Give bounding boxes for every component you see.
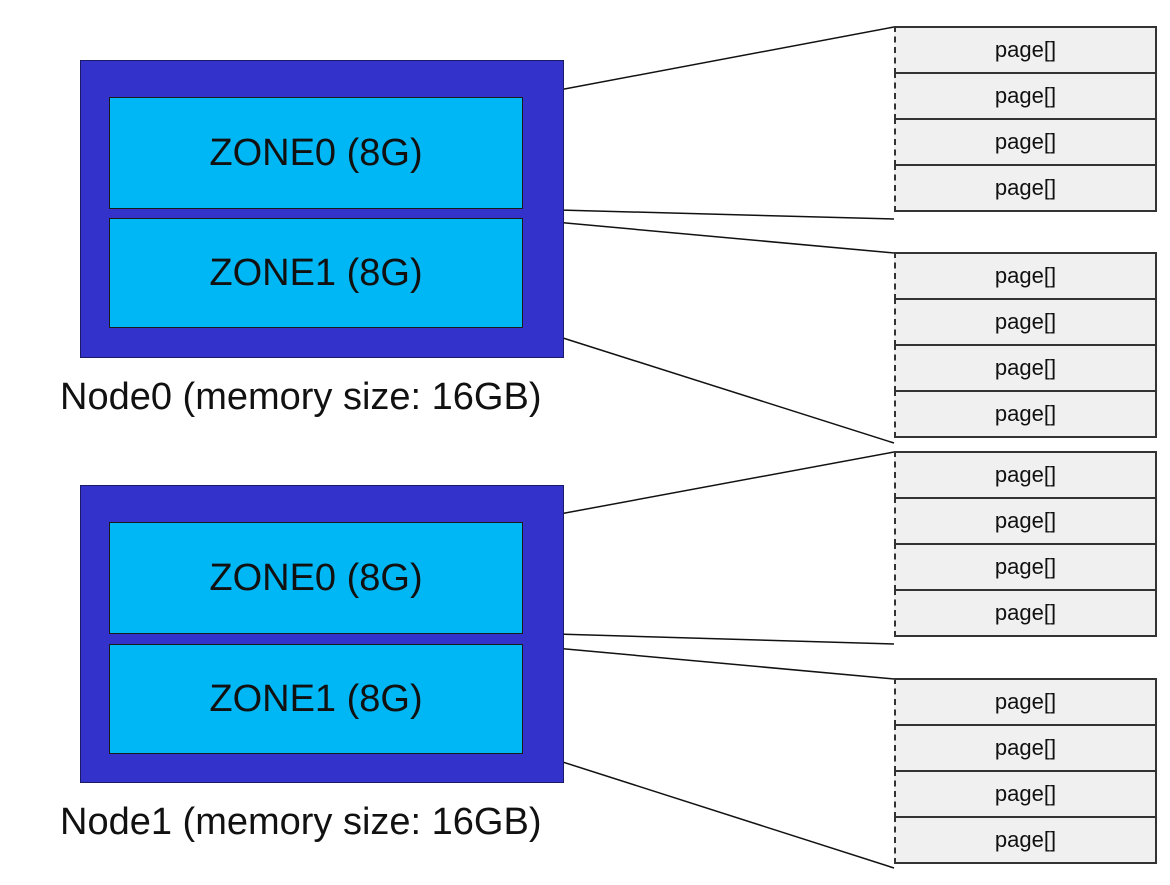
page-cell: page[]	[894, 344, 1157, 392]
node0-box: ZONE0 (8G) ZONE1 (8G)	[80, 60, 564, 358]
page-cell: page[]	[894, 390, 1157, 438]
node1-zone1: ZONE1 (8G)	[109, 644, 523, 754]
node0-zone0: ZONE0 (8G)	[109, 97, 523, 209]
node1-label: Node1 (memory size: 16GB)	[60, 801, 542, 843]
page-cell: page[]	[894, 724, 1157, 772]
page-cell: page[]	[894, 164, 1157, 212]
node1-zone0-pages: page[] page[] page[] page[]	[894, 451, 1157, 637]
page-cell: page[]	[894, 497, 1157, 545]
page-cell: page[]	[894, 26, 1157, 74]
page-cell: page[]	[894, 118, 1157, 166]
page-cell: page[]	[894, 816, 1157, 864]
connector-line	[521, 748, 895, 869]
page-cell: page[]	[894, 451, 1157, 499]
node0-zone0-pages: page[] page[] page[] page[]	[894, 26, 1157, 212]
node1-zone1-pages: page[] page[] page[] page[]	[894, 678, 1157, 864]
page-cell: page[]	[894, 678, 1157, 726]
page-cell: page[]	[894, 298, 1157, 346]
connector-line	[521, 644, 895, 680]
node1-box: ZONE0 (8G) ZONE1 (8G)	[80, 485, 564, 783]
connector-line	[521, 632, 895, 645]
node0-zone1-pages: page[] page[] page[] page[]	[894, 252, 1157, 438]
page-cell: page[]	[894, 252, 1157, 300]
node0-zone1: ZONE1 (8G)	[109, 218, 523, 328]
page-cell: page[]	[894, 72, 1157, 120]
node1-zone0: ZONE0 (8G)	[109, 522, 523, 634]
connector-line	[521, 26, 895, 98]
connector-line	[521, 208, 895, 220]
node0-label: Node0 (memory size: 16GB)	[60, 376, 542, 418]
page-cell: page[]	[894, 770, 1157, 818]
page-cell: page[]	[894, 543, 1157, 591]
connector-line	[521, 324, 895, 444]
connector-line	[521, 218, 895, 254]
connector-line	[521, 451, 895, 522]
page-cell: page[]	[894, 589, 1157, 637]
